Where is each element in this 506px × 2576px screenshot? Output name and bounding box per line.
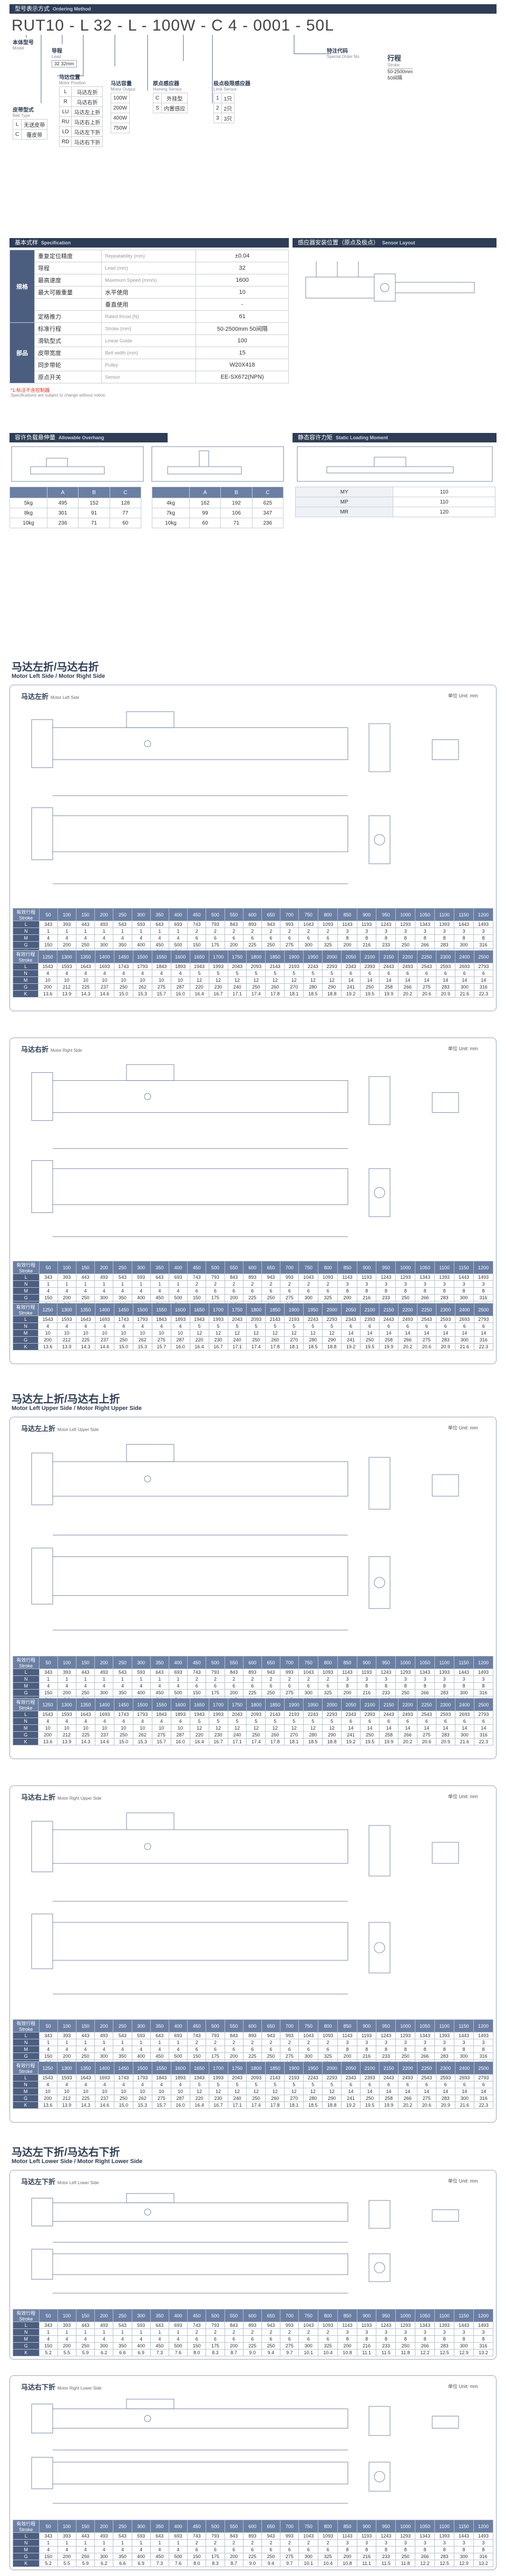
section-en-3: Motor Left Lower Side / Motor Right Lowe… bbox=[12, 2158, 143, 2165]
actuator-drawing-4 bbox=[31, 1812, 459, 1995]
actuator-drawing-3 bbox=[31, 1444, 459, 1631]
actuator-drawing-6 bbox=[31, 2399, 459, 2504]
sensor-band: 感应器安装位置（原点及极点）Sensor Layout bbox=[293, 238, 497, 248]
overhang-drawings bbox=[11, 446, 284, 482]
spec-note2: Specifications are subject to change wit… bbox=[11, 393, 106, 398]
ordering-title: 型号表示方式 bbox=[15, 6, 50, 12]
panel-6-unit: 单位 Unit: mm bbox=[448, 2384, 478, 2389]
panel-3-unit: 单位 Unit: mm bbox=[448, 1425, 478, 1430]
panel-2-unit: 单位 Unit: mm bbox=[448, 1046, 478, 1051]
spec-note: *1.标注不含控制器 bbox=[11, 388, 50, 393]
section-title-2: 马达左上折/马达右上折 bbox=[12, 1394, 120, 1405]
section-en-1: Motor Left Side / Motor Right Side bbox=[12, 673, 105, 679]
actuator-drawing-2 bbox=[31, 1064, 459, 1237]
order-code: RUT10 - L 32 - L - 100W - C 4 - 0001 - 5… bbox=[12, 17, 334, 34]
actuator-drawing-1 bbox=[31, 711, 459, 884]
order-connectors bbox=[26, 35, 331, 103]
section-title-1: 马达左折/马达右折 bbox=[12, 662, 99, 673]
section-title-3: 马达左下折/马达右下折 bbox=[12, 2147, 120, 2158]
section-en-2: Motor Left Upper Side / Motor Right Uppe… bbox=[12, 1405, 142, 1412]
panel-5-unit: 单位 Unit: mm bbox=[448, 2178, 478, 2184]
panel-1-unit: 单位 Unit: mm bbox=[448, 693, 478, 698]
moment-drawing bbox=[297, 446, 493, 482]
panel-4-unit: 单位 Unit: mm bbox=[448, 1794, 478, 1799]
actuator-drawing-5 bbox=[31, 2193, 459, 2294]
ordering-title-en: Ordering Method bbox=[53, 6, 91, 12]
sensor-layout-drawing bbox=[305, 261, 475, 302]
